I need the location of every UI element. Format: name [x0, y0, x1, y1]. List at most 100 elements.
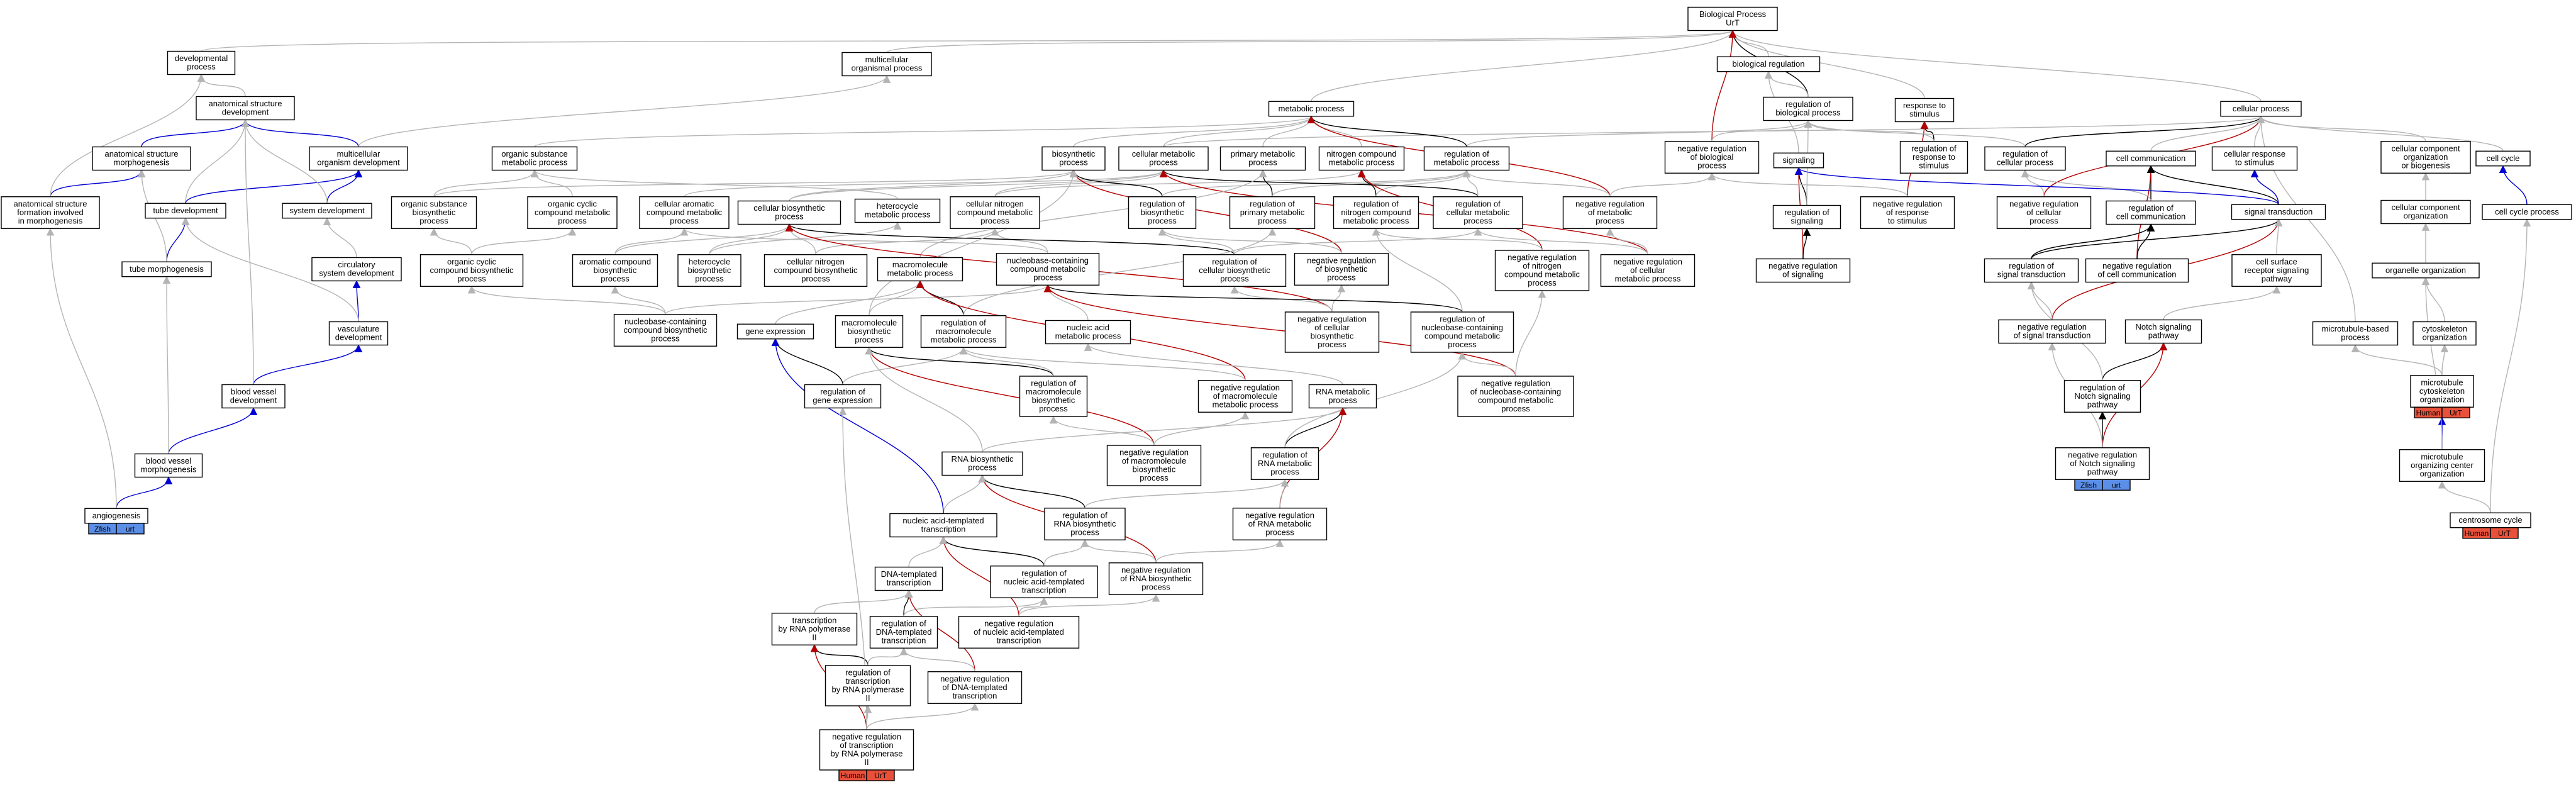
go-term-node-signaling[interactable]: signaling: [1773, 152, 1824, 169]
go-term-node-angio[interactable]: angiogenesis: [84, 508, 148, 524]
go-term-node-tubemorph[interactable]: tube morphogenesis: [121, 261, 212, 277]
go-term-node-regmacrobio[interactable]: regulation ofmacromoleculebiosyntheticpr…: [1019, 376, 1088, 417]
go-term-node-cellcycleproc[interactable]: cell cycle process: [2482, 204, 2572, 220]
go-term-node-bioreg[interactable]: biological regulation: [1716, 56, 1821, 72]
go-term-node-sysdev[interactable]: system development: [282, 203, 372, 219]
go-term-node-metab[interactable]: metabolic process: [1268, 101, 1355, 117]
go-term-node-cellcycle[interactable]: cell cycle: [2475, 150, 2531, 167]
go-term-node-centro[interactable]: centrosome cycle: [2450, 512, 2531, 528]
go-term-node-regnbcmet[interactable]: regulation ofnucleobase-containingcompou…: [1410, 311, 1514, 353]
go-term-node-cellp[interactable]: cellular process: [2220, 101, 2302, 117]
go-term-node-orgorg[interactable]: organelle organization: [2372, 262, 2480, 279]
go-term-node-sigtrans[interactable]: signal transduction: [2231, 204, 2326, 220]
go-term-node-geneexp[interactable]: gene expression: [736, 323, 814, 340]
go-term-node-tubedev[interactable]: tube development: [145, 203, 226, 219]
go-term-node-cellcomm[interactable]: cell communication: [2106, 150, 2196, 167]
